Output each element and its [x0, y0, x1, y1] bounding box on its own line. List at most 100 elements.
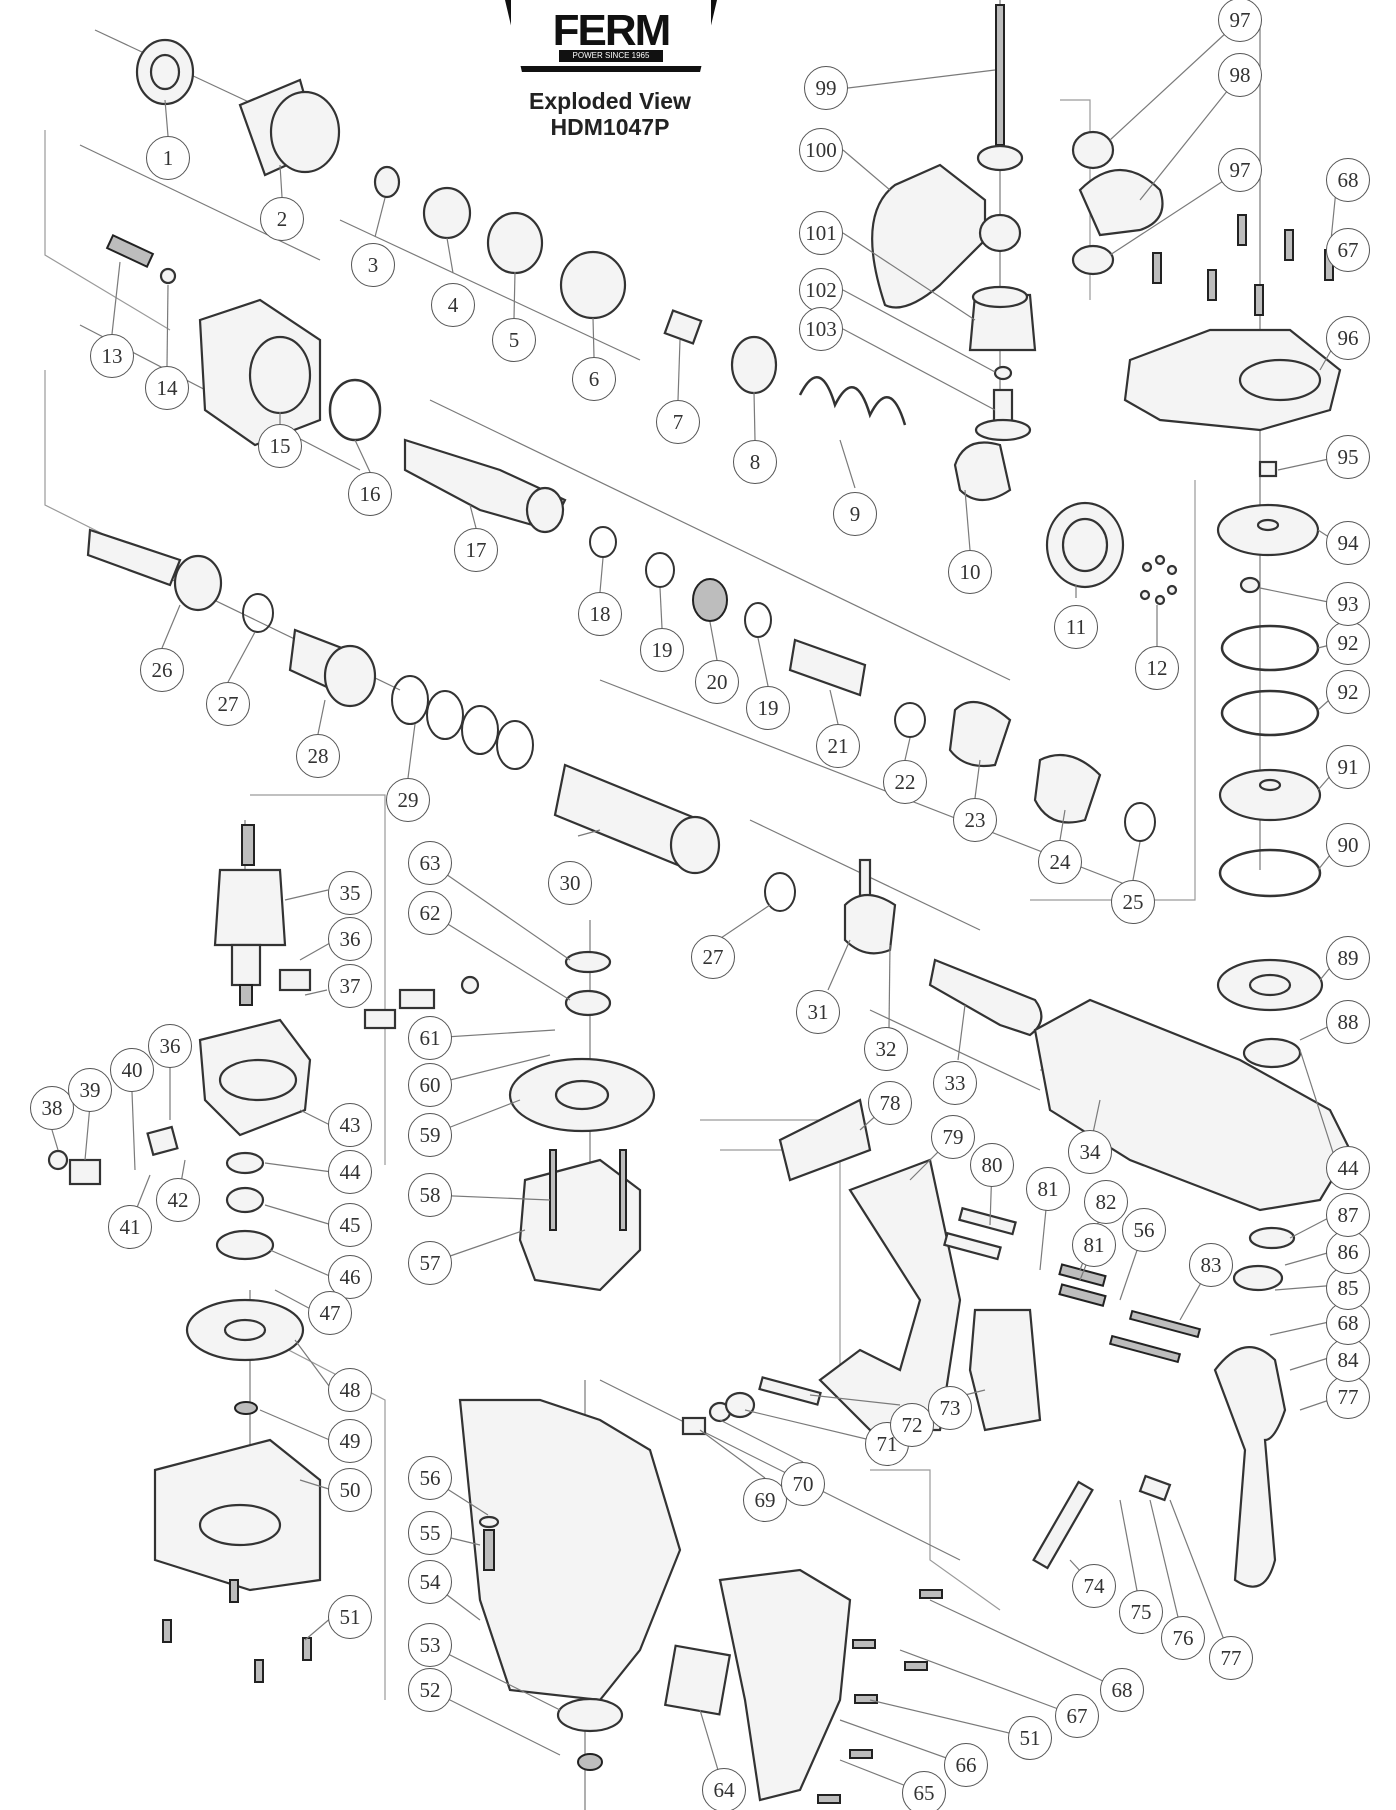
part-callout: 42: [156, 1178, 200, 1222]
part-callout: 77: [1209, 1636, 1253, 1680]
part-callout: 68: [1100, 1668, 1144, 1712]
part-callout: 10: [948, 550, 992, 594]
part-callout: 67: [1055, 1694, 1099, 1738]
part-callout: 24: [1038, 840, 1082, 884]
part-callout: 62: [408, 891, 452, 935]
part-callout: 98: [1218, 53, 1262, 97]
part-callout: 51: [328, 1595, 372, 1639]
part-callout: 33: [933, 1061, 977, 1105]
part-callout: 15: [258, 424, 302, 468]
part-callout: 17: [454, 528, 498, 572]
part-callout: 48: [328, 1368, 372, 1412]
part-callout: 76: [1161, 1616, 1205, 1660]
part-callout: 44: [1326, 1146, 1370, 1190]
part-callout: 20: [695, 660, 739, 704]
part-callout: 54: [408, 1560, 452, 1604]
part-callout: 27: [691, 935, 735, 979]
section-guides: [44, 99, 1196, 1700]
part-callout: 73: [928, 1386, 972, 1430]
part-callout: 41: [108, 1205, 152, 1249]
part-callout: 38: [30, 1086, 74, 1130]
part-callout: 67: [1326, 228, 1370, 272]
part-callout: 78: [868, 1081, 912, 1125]
part-callout: 5: [492, 318, 536, 362]
part-callout: 28: [296, 734, 340, 778]
part-callout: 57: [408, 1241, 452, 1285]
part-callout: 65: [902, 1771, 946, 1810]
part-callout: 95: [1326, 435, 1370, 479]
part-callout: 68: [1326, 158, 1370, 202]
part-callout: 43: [328, 1103, 372, 1147]
part-callout: 25: [1111, 880, 1155, 924]
part-callout: 51: [1008, 1716, 1052, 1760]
part-callout: 3: [351, 243, 395, 287]
part-callout: 69: [743, 1478, 787, 1522]
part-callout: 80: [970, 1143, 1014, 1187]
part-callout: 55: [408, 1511, 452, 1555]
part-callout: 89: [1326, 936, 1370, 980]
part-callout: 59: [408, 1113, 452, 1157]
part-callout: 72: [890, 1403, 934, 1447]
part-callout: 96: [1326, 316, 1370, 360]
part-callout: 91: [1326, 745, 1370, 789]
part-callout: 30: [548, 861, 592, 905]
part-callout: 14: [145, 366, 189, 410]
part-callout: 47: [308, 1291, 352, 1335]
part-callout: 56: [408, 1456, 452, 1500]
part-callout: 9: [833, 492, 877, 536]
part-callout: 61: [408, 1016, 452, 1060]
part-callout: 63: [408, 841, 452, 885]
part-callout: 103: [799, 307, 843, 351]
part-callout: 58: [408, 1173, 452, 1217]
part-callout: 39: [68, 1068, 112, 1112]
part-callout: 21: [816, 724, 860, 768]
part-callout: 16: [348, 472, 392, 516]
part-callout: 18: [578, 592, 622, 636]
part-callout: 84: [1326, 1338, 1370, 1382]
part-callout: 82: [1084, 1180, 1128, 1224]
part-callout: 53: [408, 1623, 452, 1667]
part-callout: 99: [804, 66, 848, 110]
part-callout: 81: [1026, 1167, 1070, 1211]
part-callout: 70: [781, 1462, 825, 1506]
part-callout: 94: [1326, 521, 1370, 565]
part-callout: 4: [431, 283, 475, 327]
part-callout: 60: [408, 1063, 452, 1107]
part-callout: 83: [1189, 1243, 1233, 1287]
part-callout: 88: [1326, 1000, 1370, 1044]
part-callout: 26: [140, 648, 184, 692]
part-callout: 49: [328, 1419, 372, 1463]
part-callout: 87: [1326, 1193, 1370, 1237]
part-callout: 97: [1218, 0, 1262, 42]
part-callout: 31: [796, 990, 840, 1034]
part-callout: 93: [1326, 582, 1370, 626]
part-callout: 8: [733, 440, 777, 484]
part-callout: 90: [1326, 823, 1370, 867]
part-callout: 101: [799, 211, 843, 255]
part-callout: 50: [328, 1468, 372, 1512]
logo-tagline: POWER SINCE 1965: [559, 50, 663, 62]
part-callout: 74: [1072, 1564, 1116, 1608]
part-callout: 36: [148, 1024, 192, 1068]
part-callout: 102: [799, 268, 843, 312]
ferm-logo: FERM POWER SINCE 1965: [505, 0, 717, 72]
part-callout: 97: [1218, 148, 1262, 192]
logo-wordmark: FERM: [552, 6, 672, 55]
part-callout: 29: [386, 778, 430, 822]
part-callout: 45: [328, 1203, 372, 1247]
part-callout: 37: [328, 964, 372, 1008]
part-callout: 34: [1068, 1130, 1112, 1174]
part-callout: 40: [110, 1048, 154, 1092]
part-callout: 64: [702, 1768, 746, 1810]
part-callout: 23: [953, 798, 997, 842]
part-callout: 81: [1072, 1223, 1116, 1267]
part-callout: 77: [1326, 1375, 1370, 1419]
part-callout: 19: [746, 686, 790, 730]
part-callout: 19: [640, 628, 684, 672]
part-callout: 92: [1326, 670, 1370, 714]
part-callout: 22: [883, 760, 927, 804]
part-callout: 86: [1326, 1230, 1370, 1274]
part-callout: 66: [944, 1743, 988, 1787]
part-callout: 11: [1054, 605, 1098, 649]
part-callout: 1: [146, 136, 190, 180]
